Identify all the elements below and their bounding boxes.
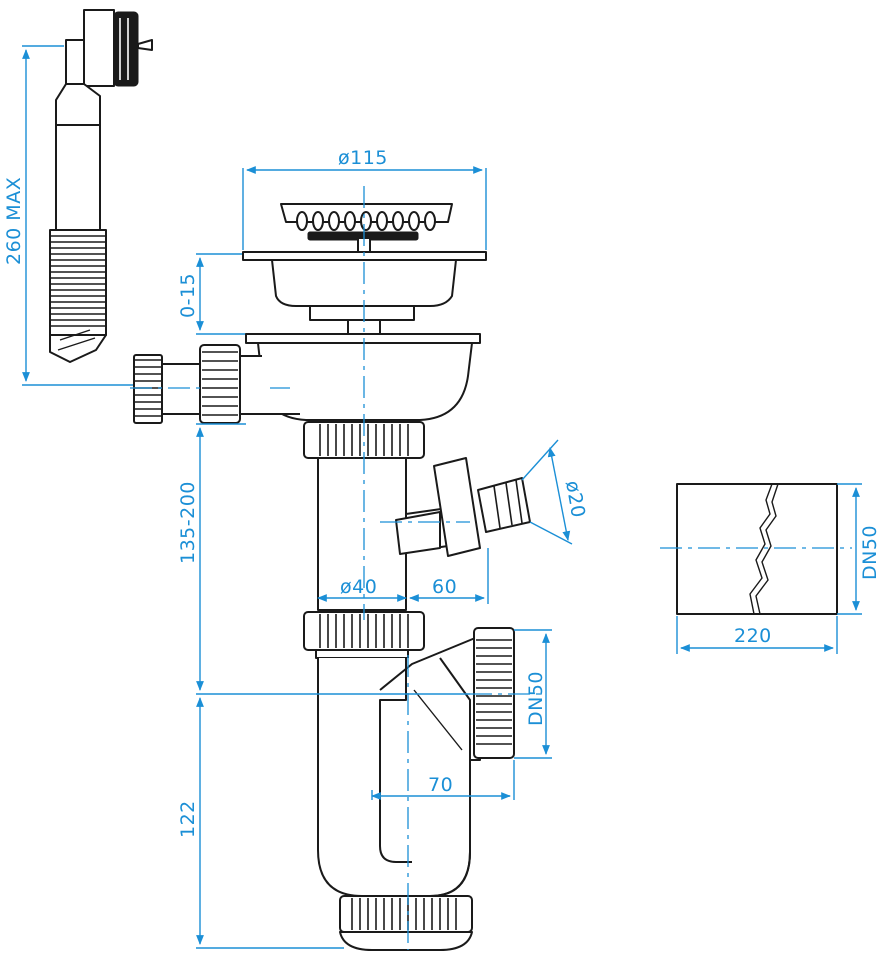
strainer-slot: [328, 211, 340, 231]
overflow-corrugated-hose: [49, 229, 107, 336]
overflow-gasket: [113, 11, 139, 87]
outlet-offset-label: 70: [428, 774, 453, 796]
pipe-diameter-dimension: ø40: [317, 576, 407, 602]
center-axes: [130, 186, 540, 950]
strainer-slot: [360, 211, 372, 231]
pipe-length-label: 220: [734, 625, 772, 647]
appliance-hose-connector: [395, 457, 531, 557]
overflow-connector-nut: [199, 344, 241, 424]
overflow-screw: [137, 39, 153, 51]
strainer-slot: [376, 211, 388, 231]
lower-flange: [245, 333, 481, 344]
outlet-offset-dimension: 70: [371, 760, 515, 800]
hose-connector-nut: [433, 457, 481, 557]
pipe-section-body: [676, 483, 838, 615]
overflow-neck: [65, 39, 85, 85]
trap-height-dimension: 122: [177, 697, 344, 949]
strainer-diameter-label: ø115: [338, 147, 388, 169]
break-line: [749, 483, 773, 615]
overflow-hose-end: [49, 334, 107, 363]
adjustment-range-label: 0-15: [177, 273, 199, 318]
hose-diameter-label: ø20: [561, 479, 589, 520]
strainer-collar: [309, 305, 415, 321]
pipe-diameter-label: ø40: [340, 576, 377, 598]
overflow-assembly: [49, 9, 153, 363]
strainer-slot: [296, 211, 308, 231]
overflow-elbow: [55, 83, 101, 126]
hose-barb: [477, 477, 531, 533]
hose-diameter-dimension: ø20: [521, 439, 589, 545]
strainer-slot: [424, 211, 436, 231]
vertical-pipe: [317, 457, 407, 611]
overflow-hose-connector: [155, 363, 201, 415]
overflow-length-dimension: 260 MAX: [3, 45, 140, 386]
siphon-pipe: [303, 421, 425, 659]
overflow-tube: [55, 124, 101, 231]
overflow-length-label: 260 MAX: [3, 177, 25, 265]
outlet-nut: [473, 627, 515, 759]
outlet-size-dimension: DN50: [514, 629, 552, 759]
drop-range-dimension: 135-200: [177, 423, 470, 695]
trap-assembly: [317, 627, 515, 951]
pipe-length-dimension: 220: [676, 616, 838, 654]
outlet-size-label: DN50: [525, 671, 547, 726]
pipe-section: [660, 483, 852, 615]
overflow-cap: [83, 9, 115, 87]
strainer-diameter-dimension: ø115: [242, 147, 487, 250]
drop-range-label: 135-200: [177, 481, 199, 564]
strainer-slot: [408, 211, 420, 231]
pipe-size-label: DN50: [859, 525, 881, 580]
strainer-slot: [312, 211, 324, 231]
adjustment-range-dimension: 0-15: [177, 253, 248, 335]
strainer-slot: [392, 211, 404, 231]
trap-height-label: 122: [177, 800, 199, 838]
pipe-size-dimension: DN50: [837, 483, 881, 615]
strainer-slot: [344, 211, 356, 231]
side-offset-dimension: 60: [409, 548, 489, 604]
sink-outlet-body: [133, 333, 481, 424]
side-offset-label: 60: [432, 576, 457, 598]
